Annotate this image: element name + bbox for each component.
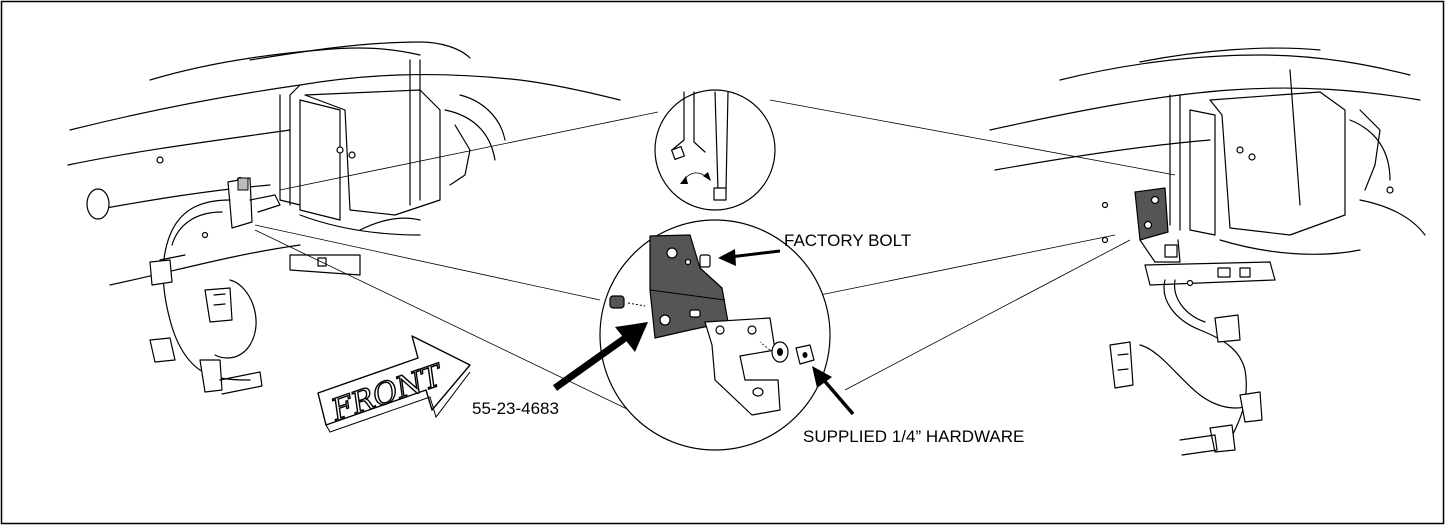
callout-arrow-icon [552, 322, 648, 391]
factory-bolt-part [684, 254, 711, 268]
installed-bracket-right [1134, 187, 1169, 241]
right-frame-assembly [989, 47, 1426, 287]
frame-hole-left [86, 188, 110, 220]
lower-detail-circle [599, 219, 831, 451]
upper-detail-circle [654, 89, 776, 211]
callout-arrow-icon [812, 366, 855, 416]
supplied-hardware-parts [759, 341, 815, 365]
left-nut [609, 295, 625, 309]
factory-bolt-label: FACTORY BOLT [784, 231, 911, 250]
right-brake-hose-assembly [1109, 279, 1263, 456]
callout-arrows [552, 249, 855, 416]
left-frame-assembly [67, 41, 621, 286]
rotate-double-arrow-icon [680, 172, 711, 184]
supplied-hardware-label: SUPPLIED 1/4” HARDWARE [803, 427, 1024, 446]
callout-arrow-icon [718, 249, 781, 266]
part-number-label: 55-23-4683 [472, 399, 559, 418]
left-brake-hose-assembly [149, 199, 263, 395]
detail-leader-lines [254, 99, 1176, 421]
